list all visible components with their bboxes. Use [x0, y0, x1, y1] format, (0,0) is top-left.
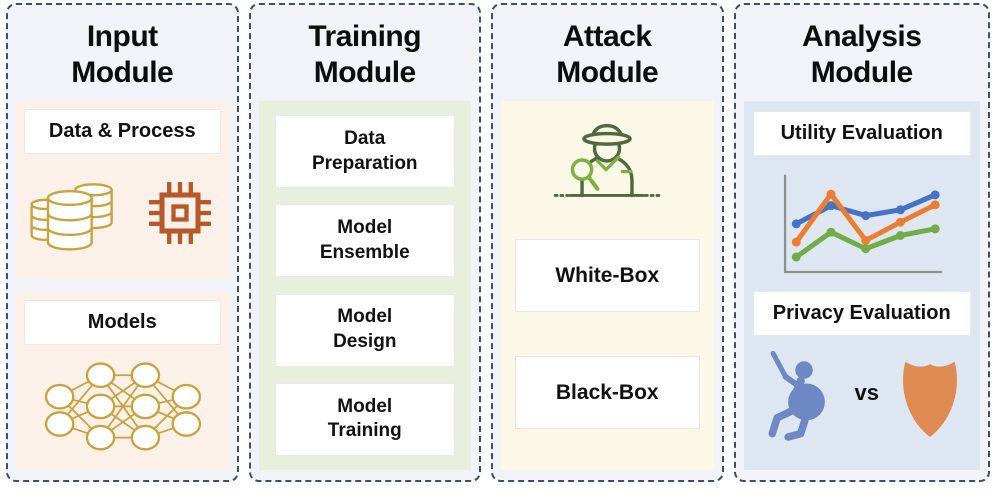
training-step-box: Model Design [274, 293, 455, 367]
models-section: Models [16, 292, 229, 470]
input-module-card: Input Module Data & Process [6, 3, 239, 482]
chip-icon [144, 177, 216, 249]
data-process-section: Data & Process [16, 101, 229, 279]
utility-evaluation-label: Utility Evaluation [752, 111, 971, 156]
training-step-box: Model Ensemble [274, 204, 455, 278]
training-step-box: Data Preparation [274, 115, 455, 188]
databases-icon [28, 169, 128, 257]
data-process-icons [24, 154, 221, 271]
attack-module-body: White-Box Black-Box [501, 101, 714, 470]
line-chart-icon [761, 169, 967, 281]
training-step-label: Model Ensemble [319, 217, 410, 263]
training-step-box: Model Training [274, 382, 455, 456]
analysis-module-title: Analysis Module [802, 20, 922, 89]
training-module-body: Data Preparation Model Ensemble Model De… [258, 101, 471, 470]
vs-label: vs [854, 380, 879, 405]
attack-module-card: Attack Module [491, 3, 724, 482]
defender-shield-icon [889, 351, 971, 441]
training-step-label: Model Training [327, 395, 402, 442]
models-icons [24, 345, 221, 462]
mini-line-chart [783, 174, 942, 274]
privacy-evaluation-label: Privacy Evaluation [752, 291, 971, 336]
attacker-icon [753, 346, 845, 446]
black-box-label: Black-Box [515, 356, 700, 429]
training-module-card: Training Module Data Preparation Model E… [248, 3, 481, 482]
spy-detective-icon [515, 111, 700, 207]
models-label: Models [24, 300, 221, 345]
neural-network-icon [28, 348, 216, 460]
training-step-label: Data Preparation [311, 127, 418, 174]
input-module-title: Input Module [71, 20, 174, 89]
attack-module-title: Attack Module [556, 20, 659, 89]
attacker-vs-defender: vs [753, 346, 971, 446]
analysis-module-body: Utility Evaluation Privacy Evaluation [743, 101, 980, 470]
training-module-title: Training Module [308, 20, 422, 89]
input-module-body: Data & Process [16, 101, 229, 470]
analysis-module-card: Analysis Module Utility Evaluation Priva… [733, 3, 990, 482]
training-step-label: Model Design [333, 306, 397, 353]
data-process-label: Data & Process [24, 109, 221, 154]
white-box-label: White-Box [515, 239, 700, 312]
